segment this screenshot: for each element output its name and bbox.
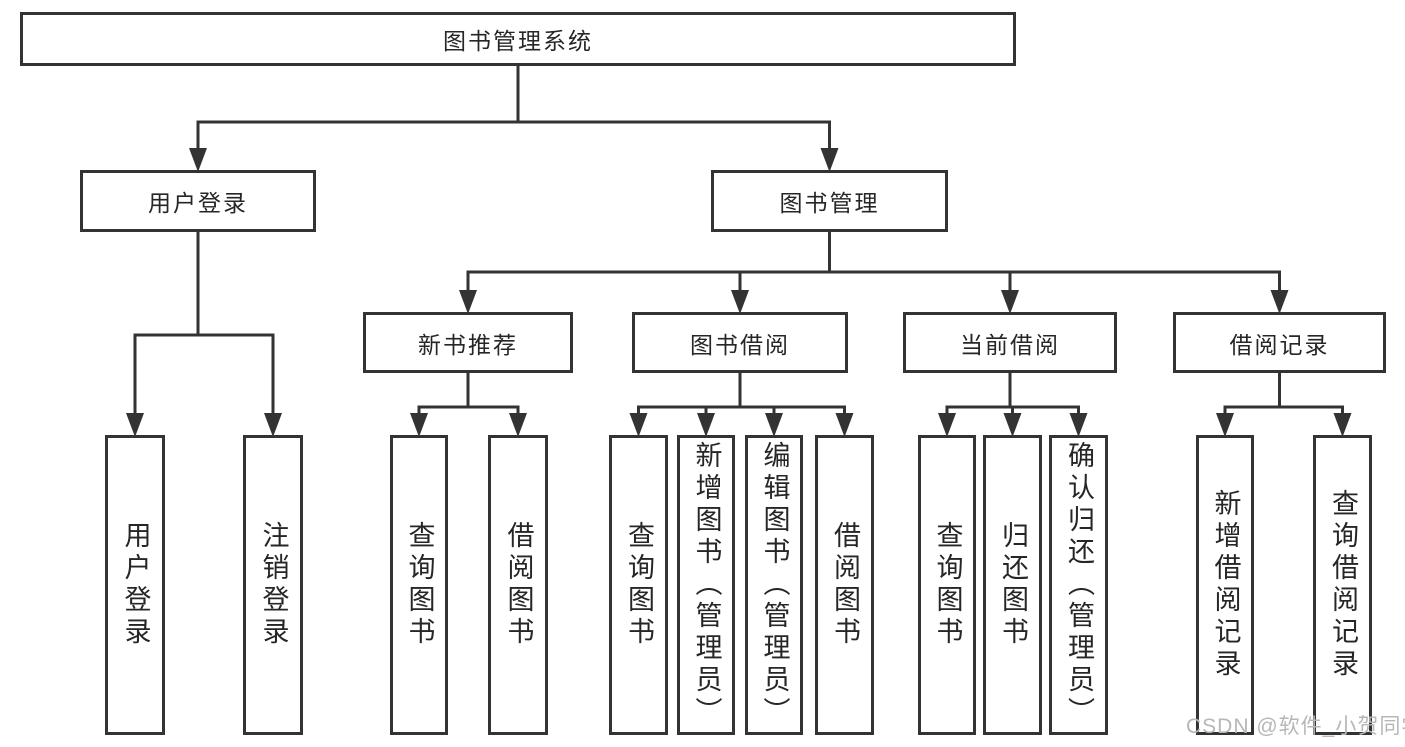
leaf-borrow-books-recommendation: 借阅图书	[488, 435, 548, 735]
leaf-label: 确认归还（管理员）	[1064, 441, 1094, 729]
leaf-query-books-recommendation: 查询图书	[390, 435, 448, 735]
leaf-user-login: 用户登录	[105, 435, 165, 735]
node-label: 图书管理	[779, 190, 880, 216]
leaf-query-borrow-record: 查询借阅记录	[1313, 435, 1372, 735]
leaf-label: 借阅图书	[830, 521, 860, 649]
leaf-label: 查询图书	[932, 521, 963, 649]
node-library-management-system: 图书管理系统	[20, 12, 1016, 66]
leaf-query-books-current: 查询图书	[918, 435, 976, 735]
node-book-borrowing: 图书借阅	[632, 312, 848, 373]
leaf-query-books-borrowing: 查询图书	[609, 435, 668, 735]
node-borrowing-records: 借阅记录	[1173, 312, 1386, 373]
leaf-label: 用户登录	[120, 521, 151, 649]
leaf-borrow-books-borrowing: 借阅图书	[815, 435, 874, 735]
node-book-management: 图书管理	[711, 170, 948, 232]
leaf-logout: 注销登录	[243, 435, 303, 735]
leaf-label: 查询借阅记录	[1328, 489, 1358, 681]
node-label: 新书推荐	[418, 331, 518, 358]
node-label: 图书借阅	[690, 331, 790, 358]
leaf-add-books-admin: 新增图书（管理员）	[677, 435, 735, 735]
leaf-label: 注销登录	[258, 521, 289, 649]
node-label: 用户登录	[148, 190, 248, 216]
node-label: 借阅记录	[1229, 331, 1330, 358]
leaf-label: 新增借阅记录	[1210, 489, 1241, 681]
leaf-label: 借阅图书	[503, 521, 534, 649]
leaf-label: 查询图书	[624, 521, 654, 649]
leaf-return-books: 归还图书	[983, 435, 1042, 735]
node-user-login: 用户登录	[80, 170, 316, 232]
leaf-add-borrow-record: 新增借阅记录	[1196, 435, 1254, 735]
node-current-borrowing: 当前借阅	[903, 312, 1117, 373]
leaf-label: 归还图书	[998, 521, 1028, 649]
node-label: 图书管理系统	[443, 28, 593, 54]
node-label: 当前借阅	[960, 331, 1060, 358]
leaf-edit-books-admin: 编辑图书（管理员）	[745, 435, 803, 735]
leaf-confirm-return-admin: 确认归还（管理员）	[1049, 435, 1108, 735]
leaf-label: 新增图书（管理员）	[691, 441, 722, 729]
watermark: CSDN @软件_小贺同学	[1186, 715, 1405, 738]
node-new-book-recommendation: 新书推荐	[363, 312, 573, 373]
leaf-label: 编辑图书（管理员）	[759, 441, 790, 729]
leaf-label: 查询图书	[404, 521, 435, 649]
